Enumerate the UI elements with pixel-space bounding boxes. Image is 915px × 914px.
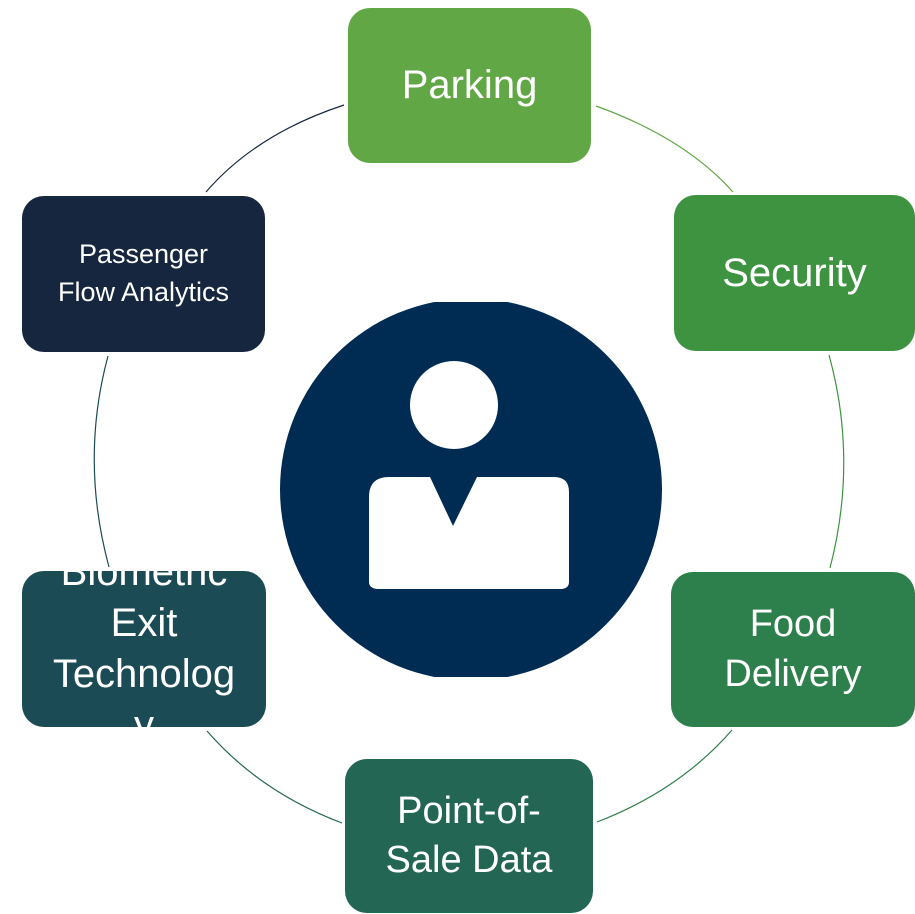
node-food-delivery-label: Food Delivery (724, 603, 862, 695)
node-passenger-flow: Passenger Flow Analytics (22, 196, 265, 352)
node-parking: Parking (348, 8, 591, 163)
node-passenger-flow-label: Passenger Flow Analytics (57, 239, 230, 307)
node-security: Security (674, 195, 915, 351)
person-icon (280, 302, 662, 677)
node-point-of-sale: Point-of- Sale Data (345, 759, 593, 913)
center-circle (277, 302, 665, 677)
node-food-delivery: Food Delivery (671, 572, 915, 727)
ring-arc-biometric-passenger (93, 355, 110, 568)
person-body (369, 477, 569, 589)
node-biometric-exit: Biometric Exit Technolog y (22, 571, 266, 727)
ring-arc-security-food (828, 354, 845, 569)
ring-arc-food-pos (596, 729, 733, 823)
node-parking-label: Parking (401, 63, 538, 108)
node-biometric-exit-label: Biometric Exit Technolog y (52, 571, 236, 727)
ring-arc-pos-biometric (206, 730, 343, 824)
node-point-of-sale-label: Point-of- Sale Data (385, 789, 553, 881)
ring-arc-passenger-parking (205, 104, 345, 193)
node-security-label: Security (722, 250, 867, 295)
ring-arc-parking-security (595, 105, 734, 193)
person-head (410, 361, 498, 449)
